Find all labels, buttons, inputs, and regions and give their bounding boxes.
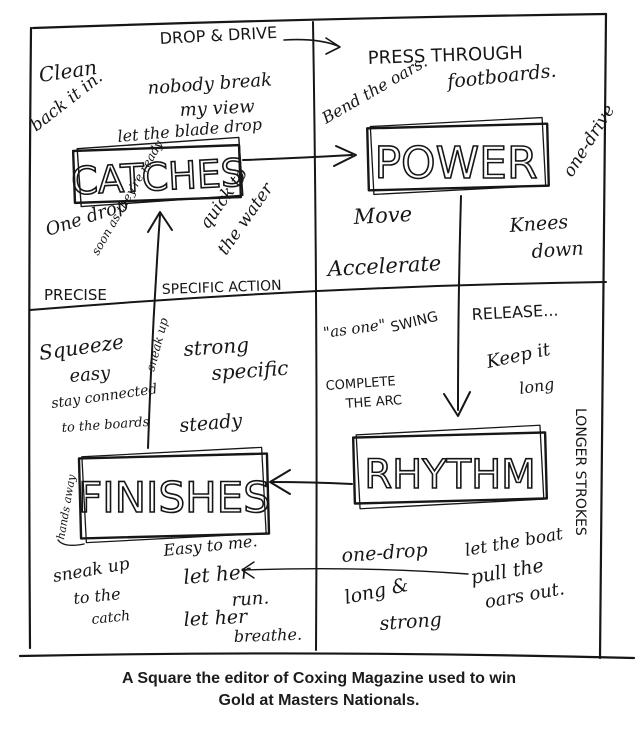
arrow-head-down-icon	[443, 391, 471, 417]
arrow-finishes-to-catches	[147, 214, 161, 449]
note-drop-and-drive: DROP & DRIVE	[159, 23, 277, 48]
note-as-one: "as one"	[322, 315, 387, 342]
note-sneak-up: sneak up	[51, 554, 131, 587]
caption-line-2: Gold at Masters Nationals.	[218, 692, 420, 709]
arrow-head-right-icon	[333, 145, 357, 167]
note-long-and: long &	[342, 574, 410, 609]
note-let-her: let her	[182, 559, 252, 589]
note-specific: specific	[211, 356, 290, 385]
note-steady: steady	[179, 410, 244, 437]
bracket-hands-away	[57, 539, 85, 547]
note-move: Move	[352, 202, 413, 229]
note-the-arc: THE ARC	[344, 393, 402, 412]
note-breathe: breathe.	[233, 625, 302, 646]
bottom-border	[18, 652, 636, 660]
note-knees: Knees	[508, 211, 569, 237]
arrow-head-tiny-icon	[241, 561, 255, 579]
note-down: down	[531, 237, 585, 263]
horizontal-divider	[29, 281, 607, 311]
caption-line-1: A Square the editor of Coxing Magazine u…	[121, 670, 517, 687]
note-sneak-up-side: sneak up	[143, 316, 171, 373]
note-hands-away: hands away	[54, 473, 78, 541]
note-run: run.	[231, 587, 270, 611]
note-let-her-2: let her	[183, 606, 250, 631]
arrow-head-left-icon	[269, 469, 291, 495]
arrow-let-her-run	[243, 567, 469, 575]
note-to-the: to the	[72, 584, 121, 608]
rhythm-label: RHYTHM	[364, 452, 535, 498]
note-precise: PRECISE	[44, 286, 107, 304]
finishes-box: FINISHES	[77, 446, 271, 544]
note-nobody-break: nobody break	[147, 69, 273, 99]
note-accelerate: Accelerate	[325, 251, 442, 281]
note-long: long	[518, 374, 556, 398]
sketch-diagram: CATCHES POWER FINISHES RHYTHM Clean back…	[18, 12, 636, 660]
arrow-drop-drive	[283, 38, 339, 47]
note-to-the-boards: to the boards	[61, 415, 150, 436]
note-let-the-boat: let the boat	[463, 524, 564, 561]
rhythm-box: RHYTHM	[351, 424, 549, 510]
note-one-drive: one-drive	[559, 101, 619, 180]
top-border	[31, 12, 608, 30]
arrows	[57, 37, 471, 579]
catches-box: CATCHES	[69, 136, 247, 208]
note-catch: catch	[91, 608, 131, 628]
arrow-power-to-rhythm	[457, 195, 462, 411]
note-keep-it: Keep it	[484, 339, 553, 373]
arrow-head-up-icon	[147, 211, 173, 233]
right-border	[598, 12, 608, 660]
note-swing: SWING	[389, 309, 440, 336]
finishes-label: FINISHES	[78, 473, 270, 522]
arrow-head-small-icon	[325, 37, 341, 55]
note-strong-2: strong	[379, 609, 443, 635]
left-border	[28, 26, 33, 650]
arrow-catches-to-power	[242, 154, 353, 161]
catches-label: CATCHES	[70, 150, 246, 203]
arrow-rhythm-to-finishes	[271, 481, 353, 485]
grid-lines	[18, 12, 636, 660]
note-release: RELEASE...	[471, 300, 559, 324]
vertical-divider	[312, 21, 318, 651]
note-squeeze: Squeeze	[37, 329, 125, 365]
note-strong: strong	[183, 332, 250, 361]
note-longer-strokes: LONGER STROKES	[572, 408, 588, 536]
note-stay-connected: stay connected	[50, 381, 158, 412]
figure-caption: A Square the editor of Coxing Magazine u…	[0, 668, 638, 712]
note-specific-action: SPECIFIC ACTION	[162, 278, 282, 298]
note-my-view: my view	[179, 96, 256, 121]
note-one-drop-2: one-drop	[341, 539, 429, 567]
note-complete: COMPLETE	[325, 374, 396, 394]
power-label: POWER	[374, 138, 537, 189]
power-box: POWER	[366, 116, 550, 196]
note-easy: easy	[69, 362, 112, 387]
